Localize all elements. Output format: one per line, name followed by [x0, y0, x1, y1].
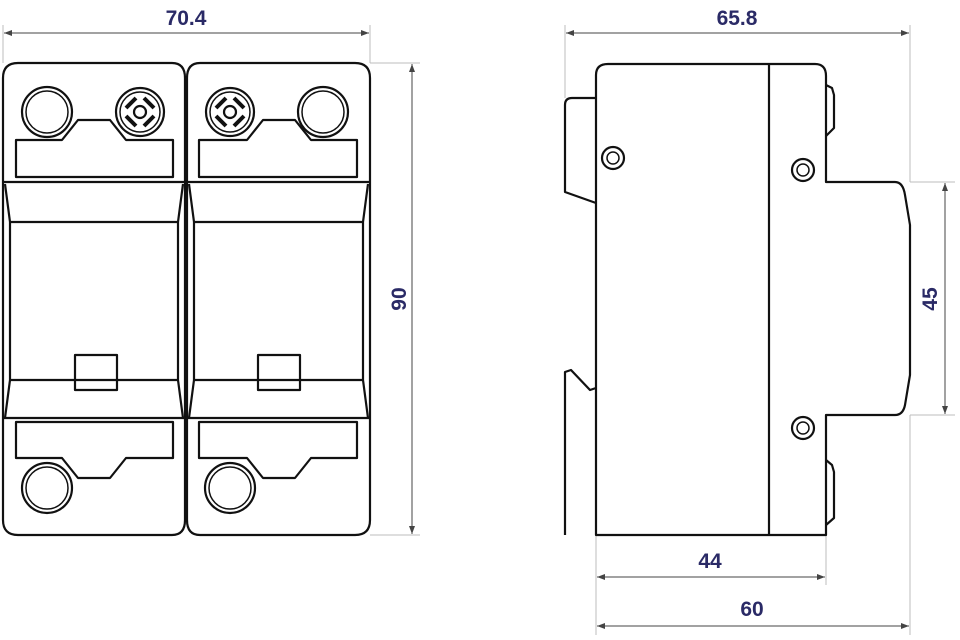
- depth-label: 65.8: [717, 7, 758, 30]
- body-depth-label: 44: [698, 550, 722, 573]
- indicator-window: [73, 353, 119, 392]
- module-right: [185, 61, 372, 537]
- side-body-outline: [594, 62, 912, 537]
- indicator-window: [256, 353, 302, 392]
- side-view: 65.8 45 44 60: [563, 7, 955, 635]
- din-clip-bottom: [563, 368, 597, 535]
- rivet-hole: [600, 145, 626, 171]
- rivet-hole: [790, 157, 816, 183]
- terminal-screw-icon: [114, 86, 166, 138]
- front-view: 70.4 90: [1, 7, 420, 537]
- terminal-hole: [296, 85, 350, 139]
- total-depth-label: 60: [740, 598, 763, 621]
- terminal-hole: [203, 461, 257, 515]
- rivet-hole: [790, 415, 816, 441]
- width-label: 70.4: [166, 7, 207, 30]
- din-clip-top: [563, 96, 597, 205]
- terminal-hole: [20, 85, 74, 139]
- rail-height-label: 45: [919, 287, 942, 311]
- terminal-hole: [20, 461, 74, 515]
- height-label: 90: [388, 287, 411, 310]
- terminal-screw-icon: [204, 86, 256, 138]
- module-left: [1, 61, 187, 537]
